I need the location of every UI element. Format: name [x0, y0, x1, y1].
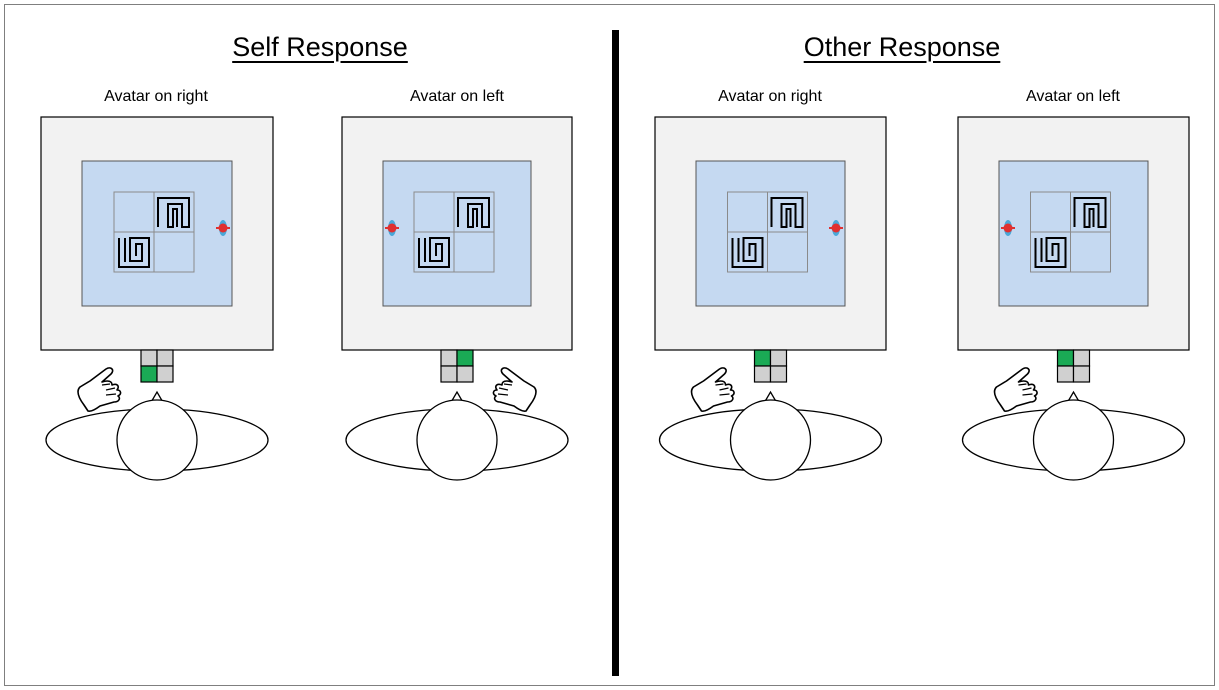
key-bottom-left [753, 365, 772, 383]
key-top-right [456, 349, 474, 367]
pointing-hand-icon [690, 367, 735, 412]
key-bottom-right [1072, 365, 1091, 383]
stimulus-symbol-bottom [1034, 237, 1067, 268]
stimulus-symbol-bottom [118, 237, 150, 268]
key-bottom-right [456, 365, 474, 383]
figure-frame [4, 4, 1215, 686]
section-divider [612, 30, 619, 676]
self-right-panel-label: Avatar on right [104, 88, 208, 105]
stimulus-symbol-top [1073, 197, 1107, 228]
other-response-title: Other Response [803, 32, 1001, 62]
stimulus-symbol-bottom [731, 237, 764, 268]
self-left-panel-label: Avatar on left [410, 88, 504, 105]
key-top-left [1056, 349, 1075, 367]
stimulus-symbol-bottom [418, 237, 450, 268]
virtual-room [382, 160, 532, 307]
other-left-panel-label: Avatar on left [1026, 88, 1120, 105]
pointing-hand-icon [77, 367, 122, 412]
stimulus-symbol-top [770, 197, 804, 228]
panel-1 [341, 116, 573, 481]
key-bottom-right [769, 365, 788, 383]
key-bottom-left [140, 365, 158, 383]
virtual-room [998, 160, 1149, 307]
virtual-room [695, 160, 846, 307]
pointing-hand-icon [993, 367, 1038, 412]
self-response-title: Self Response [232, 32, 408, 62]
key-bottom-left [1056, 365, 1075, 383]
key-bottom-right [156, 365, 174, 383]
key-bottom-left [440, 365, 458, 383]
key-top-left [753, 349, 772, 367]
stimulus-symbol-top [157, 197, 190, 228]
participant-head [1032, 399, 1115, 481]
participant-head [116, 399, 198, 481]
panel-0 [40, 116, 274, 481]
pointing-hand-icon [492, 367, 537, 412]
participant-head [729, 399, 812, 481]
other-right-panel-label: Avatar on right [718, 88, 822, 105]
stimulus-symbol-top [457, 197, 490, 228]
participant-head [416, 399, 498, 481]
panel-2 [654, 116, 887, 481]
panel-3 [957, 116, 1190, 481]
key-top-right [769, 349, 788, 367]
key-top-left [140, 349, 158, 367]
key-top-left [440, 349, 458, 367]
key-top-right [1072, 349, 1091, 367]
key-top-right [156, 349, 174, 367]
virtual-room [81, 160, 233, 307]
